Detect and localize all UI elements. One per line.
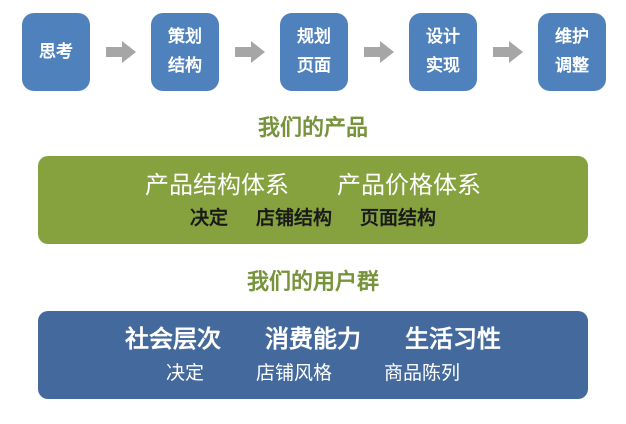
step-label: 页面 — [297, 56, 331, 76]
product-structure-system-label: 产品结构体系 — [145, 170, 289, 199]
step-label: 设计 — [426, 27, 460, 47]
flow-step-maintain-adjust: 维护 调整 — [538, 13, 606, 91]
products-systems-row: 产品结构体系 产品价格体系 — [38, 170, 588, 199]
decides-label: 决定 — [189, 207, 228, 230]
section-heading-users: 我们的用户群 — [246, 270, 379, 296]
users-box: 社会层次 消费能力 生活习性 决定 店铺风格 商品陈列 — [38, 310, 588, 399]
step-label: 思考 — [39, 41, 73, 62]
users-decides-row: 决定 店铺风格 商品陈列 — [38, 361, 588, 384]
decides-label: 决定 — [165, 361, 204, 384]
products-box: 产品结构体系 产品价格体系 决定 店铺结构 页面结构 — [38, 156, 588, 245]
living-habits-label: 生活习性 — [405, 325, 501, 354]
step-label: 策划 — [168, 27, 202, 47]
flow-step-design-implement: 设计 实现 — [409, 13, 477, 91]
arrow-right-icon — [492, 41, 523, 63]
shop-structure-label: 店铺结构 — [255, 207, 332, 230]
arrow-right-icon — [363, 41, 394, 63]
flow-step-plan-structure: 策划 结构 — [151, 13, 219, 91]
page-structure-label: 页面结构 — [360, 207, 437, 230]
section-heading-products: 我们的产品 — [257, 116, 368, 141]
spending-power-label: 消费能力 — [265, 325, 361, 354]
step-label: 实现 — [426, 56, 460, 76]
step-label: 结构 — [168, 56, 202, 76]
flow-step-layout-page: 规划 页面 — [280, 13, 348, 91]
products-decides-row: 决定 店铺结构 页面结构 — [38, 208, 588, 229]
product-price-system-label: 产品价格体系 — [337, 170, 481, 199]
flow-step-think: 思考 — [22, 13, 90, 91]
arrow-right-icon — [105, 41, 136, 63]
step-label: 调整 — [555, 56, 589, 76]
social-level-label: 社会层次 — [125, 325, 221, 354]
shop-style-label: 店铺风格 — [255, 361, 332, 384]
step-label: 维护 — [555, 27, 589, 47]
users-traits-row: 社会层次 消费能力 生活习性 — [38, 325, 588, 354]
process-flow: 思考 策划 结构 规划 页面 设计 实现 维护 调整 — [0, 0, 626, 94]
step-label: 规划 — [297, 27, 331, 47]
merchandise-display-label: 商品陈列 — [384, 361, 461, 384]
arrow-right-icon — [234, 41, 265, 63]
